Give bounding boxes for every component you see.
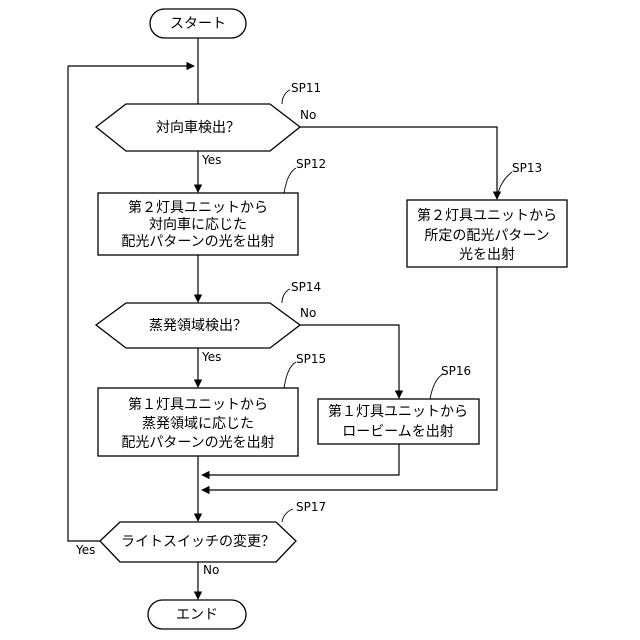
- sp11-text: 対向車検出？: [156, 119, 240, 136]
- sp12-line-3: 配光パターンの光を出射: [121, 234, 274, 250]
- sp11-id: SP11: [291, 81, 321, 95]
- sp13-line-3: 光を出射: [459, 247, 515, 263]
- sp12-line-2: 対向車に応じた: [149, 216, 247, 233]
- sp11-yes-label: Yes: [201, 153, 221, 167]
- end-terminal: エンド: [148, 600, 246, 629]
- sp14-id: SP14: [291, 280, 321, 294]
- sp11-leader: [282, 90, 290, 104]
- sp16-line-2: ロービームを出射: [342, 424, 454, 440]
- arrow-sp11-no: [297, 127, 497, 199]
- sp15-line-3: 配光パターンの光を出射: [121, 435, 274, 451]
- start-label: スタート: [170, 16, 226, 32]
- sp17-leader: [282, 509, 293, 522]
- sp12-line-1: 第２灯具ユニットから: [128, 199, 268, 216]
- decision-sp17: ライトスイッチの変更？ SP17 Yes No: [75, 500, 326, 577]
- sp14-yes-label: Yes: [201, 350, 221, 364]
- arrow-sp17-yes-loop: [68, 66, 100, 541]
- sp17-text: ライトスイッチの変更？: [121, 533, 275, 550]
- process-sp12: 第２灯具ユニットから 対向車に応じた 配光パターンの光を出射 SP12: [98, 157, 326, 255]
- sp16-id: SP16: [441, 364, 471, 378]
- process-sp15: 第１灯具ユニットから 蒸発領域に応じた 配光パターンの光を出射 SP15: [98, 352, 326, 456]
- sp13-line-2: 所定の配光パターン: [424, 228, 549, 244]
- sp14-text: 蒸発領域検出？: [149, 317, 247, 334]
- sp17-id: SP17: [296, 500, 326, 514]
- sp13-id: SP13: [512, 161, 542, 175]
- sp13-line-1: 第２灯具ユニットから: [417, 207, 557, 224]
- process-sp13: 第２灯具ユニットから 所定の配光パターン 光を出射 SP13: [407, 161, 567, 267]
- sp14-no-label: No: [300, 306, 316, 320]
- sp12-leader: [284, 168, 296, 193]
- sp12-id: SP12: [296, 157, 326, 171]
- sp15-line-2: 蒸発領域に応じた: [142, 415, 254, 432]
- decision-sp14: 蒸発領域検出？ SP14 No Yes: [96, 280, 321, 364]
- sp17-no-label: No: [203, 563, 219, 577]
- start-terminal: スタート: [150, 9, 246, 38]
- sp15-id: SP15: [296, 352, 326, 366]
- decision-sp11: 対向車検出？ SP11 No Yes: [96, 81, 321, 167]
- sp13-leader: [497, 172, 512, 199]
- sp15-line-1: 第１灯具ユニットから: [128, 396, 268, 413]
- end-label: エンド: [176, 607, 218, 623]
- sp15-leader: [284, 362, 296, 388]
- sp17-yes-label: Yes: [75, 543, 95, 557]
- sp11-no-label: No: [300, 108, 316, 122]
- sp14-leader: [282, 289, 290, 303]
- sp16-line-1: 第１灯具ユニットから: [328, 403, 468, 420]
